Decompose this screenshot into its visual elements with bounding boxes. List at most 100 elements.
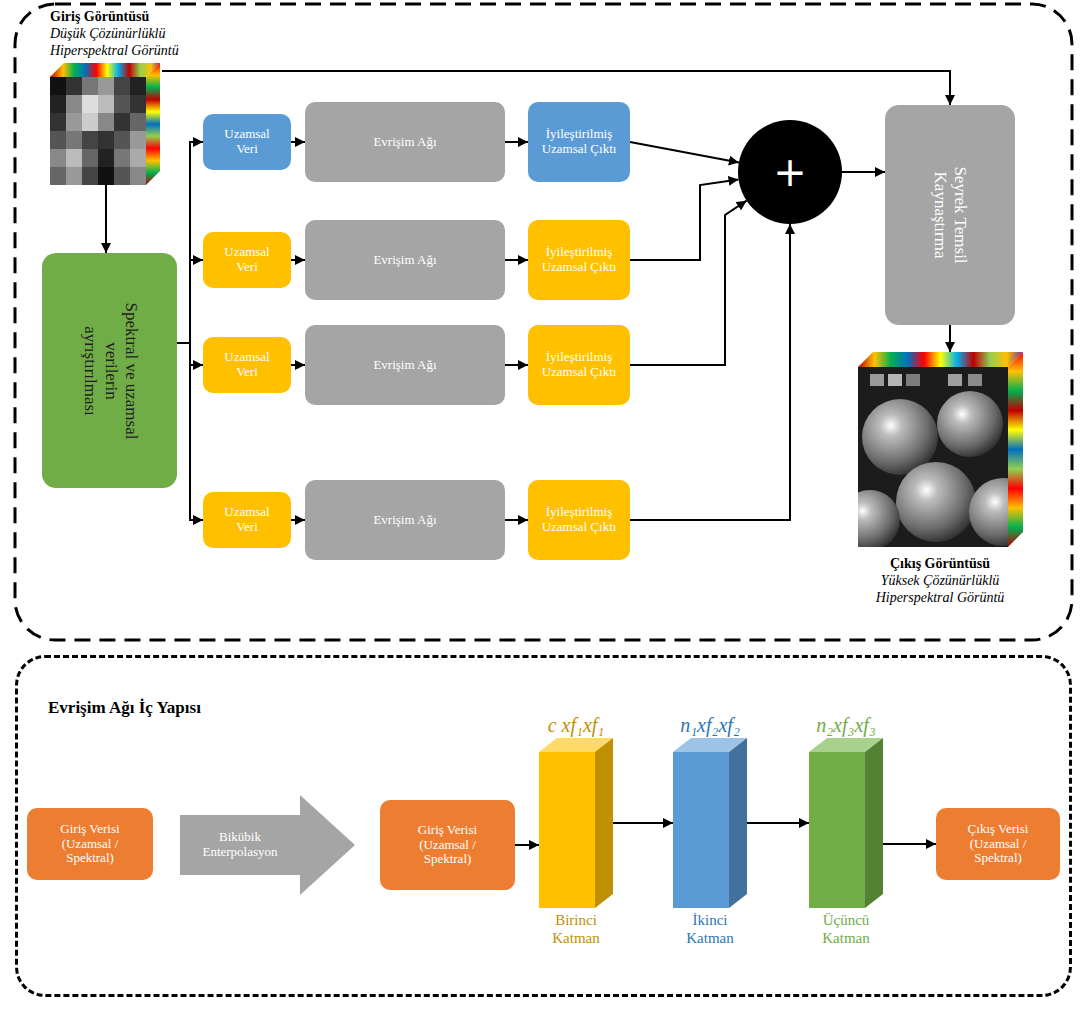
connector xyxy=(505,519,528,521)
layer-size: n₁xf₂xf₂ xyxy=(654,712,766,738)
box-label: Çıkış Verisi (Uzamsal / Spektral) xyxy=(956,822,1040,867)
illustration-part xyxy=(82,113,98,131)
illustration-part xyxy=(82,131,98,149)
illustration-part xyxy=(82,77,98,95)
illustration-part xyxy=(50,95,66,113)
connector xyxy=(162,71,950,105)
illustration-part xyxy=(114,131,130,149)
output-box: İyileştirilmiş Uzamsal Çıktı xyxy=(528,480,630,560)
connector xyxy=(291,259,305,261)
illustration-part xyxy=(114,167,130,185)
illustration-part xyxy=(673,752,729,908)
illustration-part xyxy=(114,149,130,167)
output-box: İyileştirilmiş Uzamsal Çıktı xyxy=(528,102,630,182)
connector xyxy=(505,364,528,366)
layer-size: n₂xf₃xf₃ xyxy=(790,712,902,738)
hyperspectral-cube-input xyxy=(50,63,162,185)
illustration-part xyxy=(66,95,82,113)
illustration-part xyxy=(968,374,982,386)
image-heading: Giriş Görüntüsü xyxy=(50,8,220,25)
box-label: İyileştirilmiş Uzamsal Çıktı xyxy=(537,505,621,535)
illustration-part xyxy=(66,131,82,149)
illustration-part xyxy=(865,738,883,908)
fusion-box: Seyrek Temsil Kaynaştırma xyxy=(885,105,1015,325)
box-label: Uzamsal Veri xyxy=(216,350,278,380)
connector xyxy=(842,171,885,173)
illustration-part xyxy=(1008,352,1023,547)
arrow-label: Bikübik Enterpolasyon xyxy=(180,815,300,875)
illustration-part xyxy=(896,462,976,542)
illustration-part xyxy=(906,374,920,386)
illustration-part xyxy=(50,113,66,131)
process-box: Evrişim Ağı xyxy=(305,220,505,300)
connector xyxy=(291,519,305,521)
connector xyxy=(291,364,305,366)
connector xyxy=(949,325,951,352)
connector xyxy=(505,259,528,261)
connector xyxy=(177,142,203,343)
illustration-part xyxy=(180,795,355,895)
illustration-part xyxy=(98,149,114,167)
illustration-part xyxy=(858,490,900,547)
layer-name: Üçüncü Katman xyxy=(806,911,886,947)
illustration-part xyxy=(82,95,98,113)
illustration-part xyxy=(50,149,66,167)
illustration-part xyxy=(98,131,114,149)
illustration-part xyxy=(82,149,98,167)
process-box: Evrişim Ağı xyxy=(305,102,505,182)
illustration-part xyxy=(870,374,884,386)
illustration-part xyxy=(130,131,146,149)
illustration-part xyxy=(50,63,160,77)
layer-slab xyxy=(809,738,883,908)
hyperspectral-cube-output xyxy=(858,352,1023,547)
layer-size: c xf₁xf₁ xyxy=(520,712,632,738)
illustration-part xyxy=(114,113,130,131)
illustration-part xyxy=(969,478,1008,546)
illustration-part xyxy=(595,738,613,908)
detail-region: Evrişim Ağı İç YapısıGiriş Verisi (Uzams… xyxy=(15,655,1072,997)
rotated-label: Spektral ve uzamsal verilerin ayrıştırıl… xyxy=(79,296,140,446)
connector xyxy=(177,343,203,520)
illustration-part xyxy=(50,167,66,185)
conv-layer: n₁xf₂xf₂ İkinci Katman xyxy=(654,712,766,947)
illustration-part xyxy=(98,113,114,131)
dashed-region xyxy=(15,4,1072,640)
connector xyxy=(630,179,739,260)
layer-slab xyxy=(673,738,747,908)
illustration-part xyxy=(146,63,160,185)
illustration-part xyxy=(50,131,66,149)
sum-sign: + xyxy=(773,152,807,192)
illustration-part xyxy=(130,149,146,167)
illustration-part xyxy=(130,113,146,131)
box-label: Evrişim Ağı xyxy=(373,135,436,150)
illustration-part xyxy=(98,95,114,113)
input-image: Giriş GörüntüsüDüşük Çözünürlüklü Hipers… xyxy=(50,8,220,185)
image-subheading: Düşük Çözünürlüklü Hiperspektral Görüntü xyxy=(50,25,220,59)
connector xyxy=(291,141,305,143)
illustration-part xyxy=(66,113,82,131)
conv-layer: n₂xf₃xf₃ Üçüncü Katman xyxy=(790,712,902,947)
illustration-part xyxy=(539,752,595,908)
output-image: Çıkış GörüntüsüYüksek Çözünürlüklü Hiper… xyxy=(850,352,1030,606)
output-box: İyileştirilmiş Uzamsal Çıktı xyxy=(528,220,630,300)
connector xyxy=(515,844,539,846)
connector xyxy=(630,201,747,365)
illustration-part xyxy=(66,77,82,95)
box-label: Uzamsal Veri xyxy=(216,505,278,535)
balloon-photo xyxy=(858,374,1008,547)
process-box: Evrişim Ağı xyxy=(305,480,505,560)
box-label: Evrişim Ağı xyxy=(373,513,436,528)
connector xyxy=(505,141,528,143)
data-box: Giriş Verisi (Uzamsal / Spektral) xyxy=(27,808,153,880)
illustration-part xyxy=(729,738,747,908)
illustration-part xyxy=(98,167,114,185)
output-box: İyileştirilmiş Uzamsal Çıktı xyxy=(528,325,630,405)
illustration-part xyxy=(888,374,902,386)
connector xyxy=(747,822,809,824)
illustration-part xyxy=(114,95,130,113)
input-box: Uzamsal Veri xyxy=(203,337,291,393)
data-box: Giriş Verisi (Uzamsal / Spektral) xyxy=(380,800,515,890)
connector xyxy=(883,843,936,845)
connector xyxy=(630,142,739,162)
illustration-part xyxy=(130,95,146,113)
